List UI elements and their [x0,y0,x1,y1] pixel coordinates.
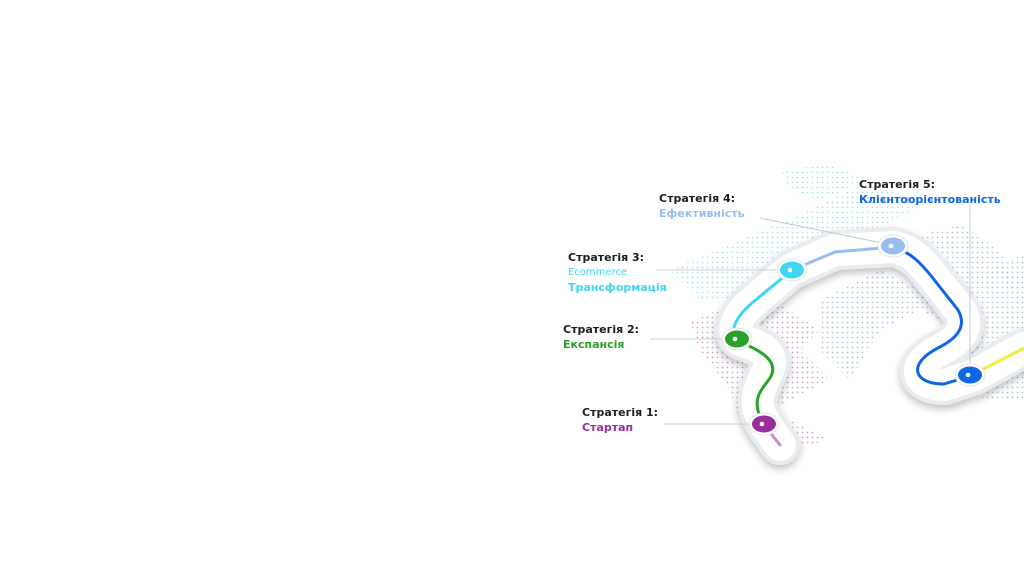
strategy-3-name-line2: Трансформація [568,281,667,294]
route-segment-4 [790,245,895,272]
strategy-1-label: Стратегія 1: Стартап [582,405,658,435]
strategy-3-name-line1: Ecommerce [568,267,628,278]
leader-lines [650,205,971,425]
strategy-5-name: Клієнтоорієнтованість [859,193,1001,206]
strategy-1-name: Стартап [582,421,634,434]
strategy-5-label: Стратегія 5: Клієнтоорієнтованість [859,177,1001,207]
strategy-4-name: Ефективність [659,207,745,220]
station-marker-5 [954,363,986,387]
strategy-4-label: Стратегія 4: Ефективність [659,191,745,221]
station-marker-1 [748,412,780,436]
route-segment-2 [735,338,775,427]
strategy-2-title: Стратегія 2: [563,323,640,336]
route-lines [732,245,1024,447]
station-marker-3 [776,258,808,282]
station-marker-4 [877,234,909,258]
strategy-3-label: Стратегія 3: Ecommerce Трансформація [568,250,667,295]
strategy-4-title: Стратегія 4: [659,192,736,205]
station-marker-2 [721,327,753,351]
strategy-2-name: Експансія [563,338,625,351]
strategy-1-title: Стратегія 1: [582,406,659,419]
station-markers [721,234,986,436]
strategy-3-title: Стратегія 3: [568,251,645,264]
strategy-2-label: Стратегія 2: Експансія [563,322,639,352]
route-segment-5 [891,245,972,386]
strategy-5-title: Стратегія 5: [859,178,936,191]
